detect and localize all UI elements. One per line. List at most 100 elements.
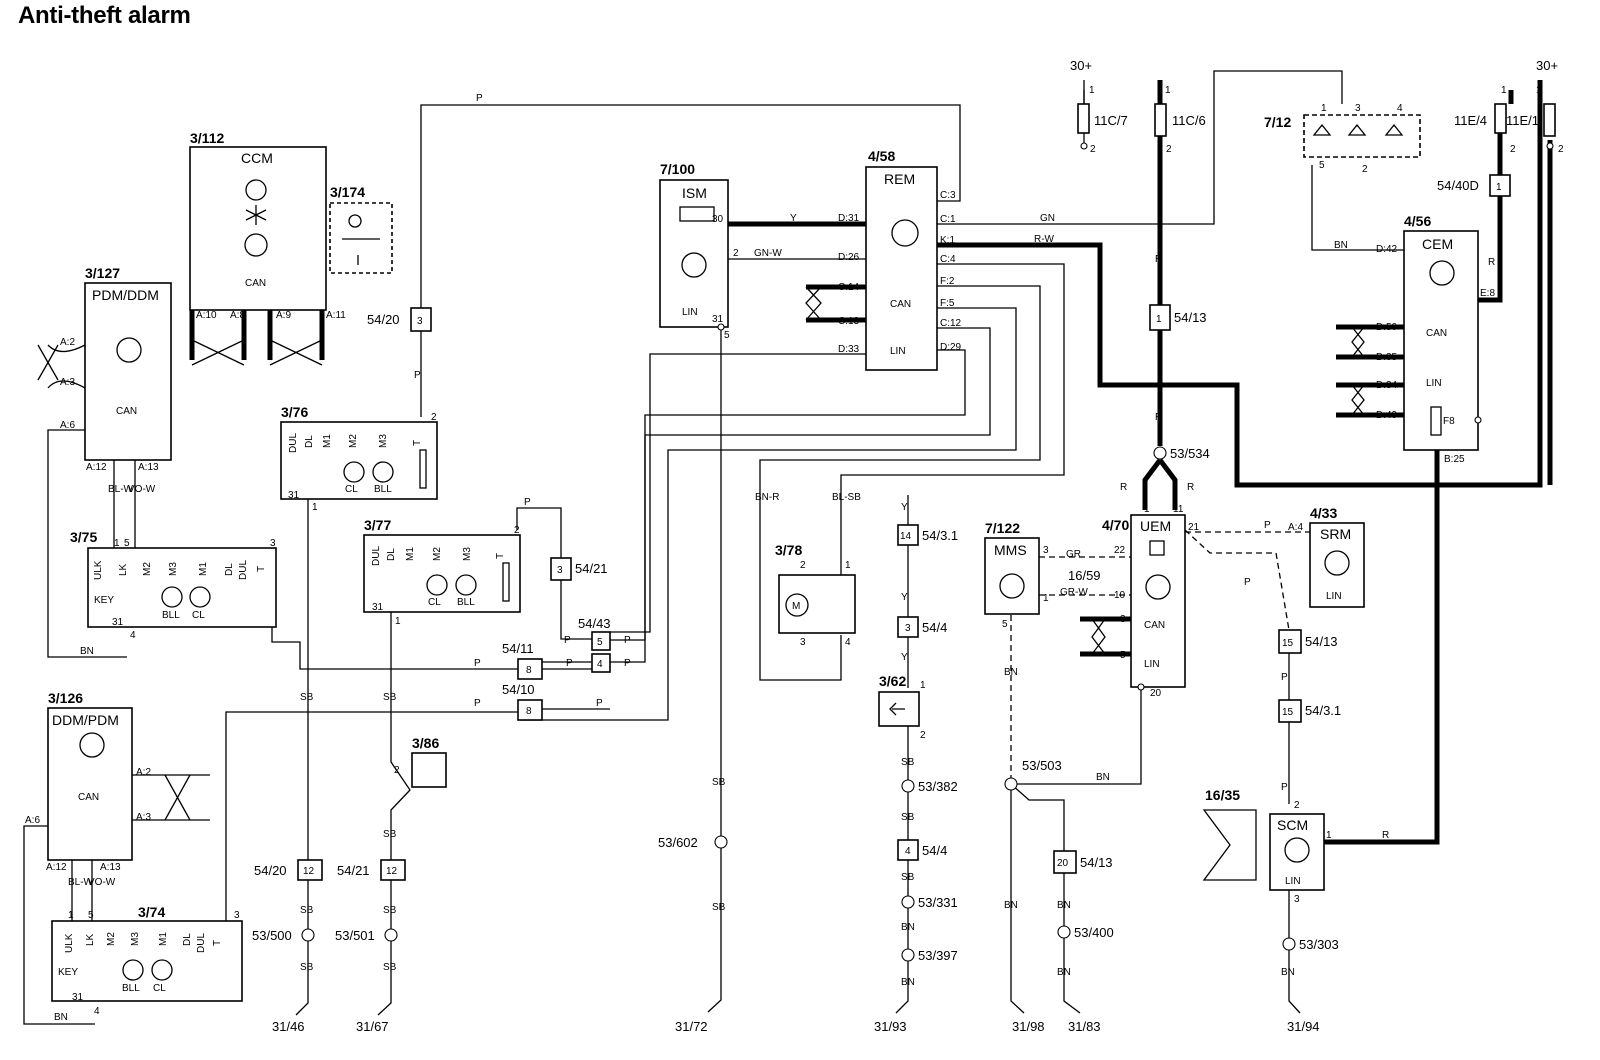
- svg-text:DL: DL: [386, 548, 397, 561]
- svg-text:P: P: [564, 635, 571, 646]
- svg-text:1: 1: [1326, 830, 1332, 841]
- ground-31-72: 31/72: [675, 1019, 708, 1034]
- ground-31-98: 31/98: [1012, 1019, 1045, 1034]
- svg-text:C:1: C:1: [940, 214, 956, 225]
- svg-text:3/78: 3/78: [775, 542, 802, 558]
- svg-text:20: 20: [1057, 858, 1069, 869]
- component-3-86: 3/86 2: [394, 735, 447, 788]
- lamp-icon: [348, 214, 362, 228]
- svg-text:R: R: [1120, 482, 1127, 493]
- svg-text:22: 22: [1114, 545, 1126, 556]
- motor-3-78: 3/78 M 2 1 3 4: [775, 542, 856, 648]
- svg-text:A:4: A:4: [1288, 522, 1303, 533]
- svg-text:P: P: [566, 658, 573, 669]
- svg-text:LIN: LIN: [1285, 876, 1301, 887]
- pdm-name: PDM/DDM: [92, 287, 159, 303]
- svg-text:DDM/PDM: DDM/PDM: [52, 712, 119, 728]
- svg-text:A:13: A:13: [100, 862, 121, 873]
- node-53-503: 53/503: [1004, 758, 1062, 791]
- rem-name: REM: [884, 171, 915, 187]
- svg-text:3/77: 3/77: [364, 517, 391, 533]
- svg-text:4/33: 4/33: [1310, 505, 1337, 521]
- ism-code: 7/100: [660, 161, 695, 177]
- svg-text:3/62: 3/62: [879, 673, 906, 689]
- svg-text:3: 3: [1355, 103, 1361, 114]
- svg-text:SB: SB: [300, 692, 314, 703]
- svg-text:B:25: B:25: [1444, 454, 1465, 465]
- fuse-11e-4-top: 1: [1501, 85, 1507, 96]
- svg-text:12: 12: [303, 866, 315, 877]
- fuse-11c-7-top: 1: [1089, 85, 1095, 96]
- svg-text:BLL: BLL: [162, 610, 180, 621]
- svg-text:UEM: UEM: [1140, 518, 1171, 534]
- svg-text:10: 10: [1114, 590, 1126, 601]
- svg-text:53/397: 53/397: [918, 948, 958, 963]
- svg-text:1: 1: [1144, 504, 1150, 515]
- svg-text:D:50: D:50: [1376, 322, 1398, 333]
- svg-text:54/13: 54/13: [1305, 634, 1338, 649]
- svg-text:R: R: [1155, 254, 1162, 265]
- svg-text:31: 31: [372, 602, 384, 613]
- cem-code: 4/56: [1404, 213, 1431, 229]
- svg-text:GR: GR: [1066, 549, 1081, 560]
- svg-text:R: R: [1187, 482, 1194, 493]
- svg-text:ULK: ULK: [93, 560, 104, 580]
- svg-text:A:6: A:6: [60, 420, 75, 431]
- svg-text:4: 4: [1397, 103, 1403, 114]
- svg-text:BLL: BLL: [457, 597, 475, 608]
- svg-text:DL: DL: [182, 933, 193, 946]
- svg-text:4: 4: [130, 630, 136, 641]
- svg-text:CL: CL: [153, 983, 166, 994]
- ccm-name: CCM: [241, 150, 273, 166]
- svg-text:3/86: 3/86: [412, 735, 439, 751]
- pdm-code: 3/127: [85, 265, 120, 281]
- svg-text:M3: M3: [130, 932, 141, 946]
- svg-text:C:3: C:3: [940, 190, 956, 201]
- svg-text:2: 2: [431, 412, 437, 423]
- motor-icon: [785, 593, 809, 617]
- svg-text:T: T: [256, 566, 267, 572]
- svg-text:BN: BN: [901, 977, 915, 988]
- svg-text:1: 1: [920, 680, 926, 691]
- svg-text:3/75: 3/75: [70, 529, 97, 545]
- svg-text:DUL: DUL: [238, 560, 249, 580]
- svg-text:R-W: R-W: [1034, 234, 1055, 245]
- svg-text:5: 5: [724, 330, 730, 341]
- svg-text:1: 1: [312, 502, 318, 513]
- svg-text:54/20: 54/20: [254, 863, 287, 878]
- connector-54-43-a: 5 54/43: [578, 616, 611, 651]
- svg-text:4/70: 4/70: [1102, 517, 1129, 533]
- svg-text:R: R: [1155, 412, 1162, 423]
- cem-fuse-f8: [1430, 406, 1442, 436]
- svg-text:11: 11: [1173, 504, 1184, 515]
- motor-bll-icon: [455, 574, 477, 596]
- svg-text:14: 14: [900, 531, 912, 542]
- svg-text:54/43: 54/43: [578, 616, 611, 631]
- svg-text:5: 5: [597, 637, 603, 648]
- node-53-331: 53/331: [901, 895, 958, 910]
- svg-text:54/3.1: 54/3.1: [1305, 703, 1341, 718]
- connector-54-20-top: 354/20: [367, 307, 432, 332]
- svg-text:54/10: 54/10: [502, 682, 535, 697]
- svg-text:A:9: A:9: [276, 310, 291, 321]
- svg-text:P: P: [1281, 672, 1288, 683]
- svg-text:Y: Y: [901, 502, 908, 513]
- svg-text:BN: BN: [1004, 900, 1018, 911]
- motor-cl-icon: [151, 959, 173, 981]
- svg-text:P: P: [624, 658, 631, 669]
- ddm-node-icon: [79, 732, 105, 758]
- ground-points: 31/46 31/67 31/72 31/93 31/98 31/83 31/9…: [272, 1019, 1320, 1034]
- svg-text:BN: BN: [1057, 900, 1071, 911]
- wires-thick: [189, 80, 1553, 845]
- svg-text:D:29: D:29: [940, 342, 962, 353]
- ism-card-icon: [679, 206, 715, 222]
- module-pdm-ddm: 3/127 PDM/DDM CAN A:2 A:3 A:6 A:12 A:13: [60, 265, 172, 473]
- svg-text:1: 1: [1496, 182, 1502, 193]
- svg-text:DUL: DUL: [196, 933, 207, 953]
- svg-text:KEY: KEY: [58, 967, 78, 978]
- fuse-11e-4-bottom: 2: [1510, 144, 1516, 155]
- svg-text:SB: SB: [901, 872, 915, 883]
